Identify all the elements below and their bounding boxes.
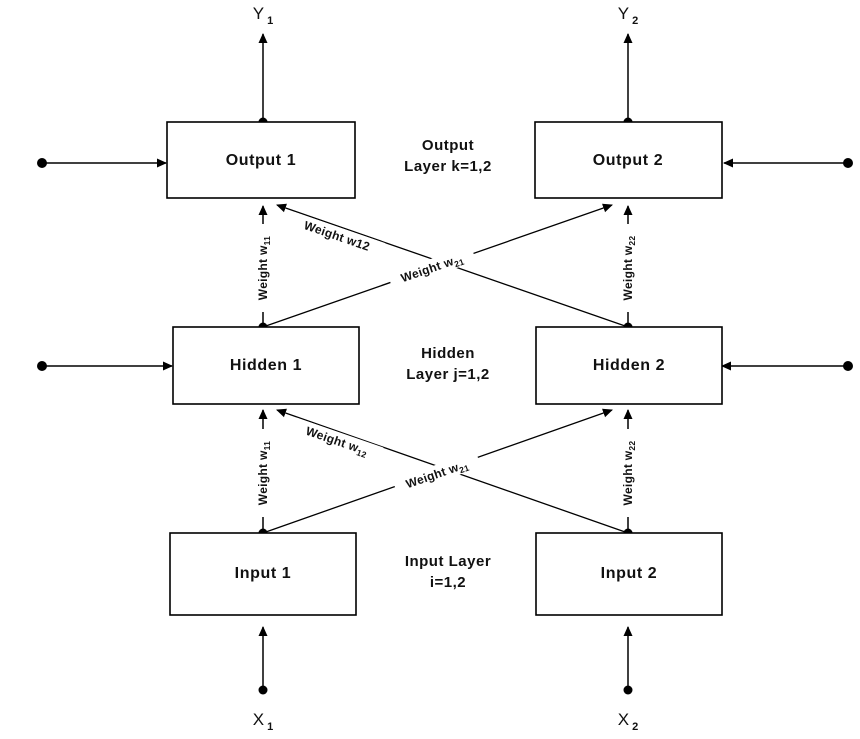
input-node-2-box[interactable] [535, 532, 723, 616]
bias-output-2 [723, 158, 853, 168]
weight-label-i2-h2: Weight w22 [620, 429, 637, 517]
weight-label-h1-o1: Weight w11 [255, 224, 272, 312]
input-node-2[interactable]: Input 2 [535, 532, 723, 616]
input-source-dot-2 [623, 685, 633, 695]
bias-output-1 [37, 158, 167, 168]
input-node-1-box[interactable] [169, 532, 357, 616]
weight-label-h1-o2: Weight w12 [289, 211, 386, 260]
svg-text:Weight w11: Weight w11 [256, 236, 272, 300]
output-node-2-label: Output 2 [593, 152, 664, 169]
input-layer-caption-line1: Input Layer [405, 553, 491, 570]
svg-text:Weight w11: Weight w11 [256, 441, 272, 505]
input-node-1-label: Input 1 [235, 565, 292, 582]
svg-text:Weight w22: Weight w22 [621, 236, 637, 301]
hidden-node-2-box[interactable] [535, 326, 723, 405]
output-node-2-box[interactable] [534, 121, 723, 199]
output-layer-caption: Output Layer k=1,2 [404, 137, 492, 175]
bias-dot-hidden-2 [843, 361, 853, 371]
input-source-dot-1 [258, 685, 268, 695]
weight-label-i2-h1: Weight w21 [392, 451, 482, 496]
hidden-node-1[interactable]: Hidden 1 [172, 326, 360, 405]
bias-dot-hidden-1 [37, 361, 47, 371]
output-node-1-label: Output 1 [226, 152, 297, 169]
input-node-2-label: Input 2 [601, 565, 658, 582]
hidden-layer-caption-line1: Hidden [421, 345, 475, 362]
weight-label-i1-h2: Weight w12 [290, 417, 384, 464]
weight-label-i1-h1: Weight w11 [255, 429, 272, 517]
output-node-2[interactable]: Output 2 [534, 121, 723, 199]
output-layer-caption-line2: Layer k=1,2 [404, 158, 492, 175]
bias-hidden-1 [37, 361, 173, 371]
bias-hidden-2 [721, 361, 853, 371]
svg-text:Weight w12: Weight w12 [303, 424, 370, 460]
output-node-1-box[interactable] [166, 121, 356, 199]
output-node-1[interactable]: Output 1 [166, 121, 356, 199]
hidden-layer-caption: Hidden Layer j=1,2 [406, 345, 489, 383]
input-layer-caption: Input Layer i=1,2 [405, 553, 491, 591]
weight-label-h2-o2: Weight w22 [620, 224, 637, 312]
hidden-node-1-box[interactable] [172, 326, 360, 405]
bias-dot-output-1 [37, 158, 47, 168]
svg-text:Weight w22: Weight w22 [621, 441, 637, 506]
input-node-1[interactable]: Input 1 [169, 532, 357, 616]
bias-dot-output-2 [843, 158, 853, 168]
hidden-node-2-label: Hidden 2 [593, 357, 665, 374]
hidden-node-1-label: Hidden 1 [230, 357, 302, 374]
output-layer-caption-line1: Output [422, 137, 474, 154]
hidden-layer-caption-line2: Layer j=1,2 [406, 366, 489, 383]
hidden-node-2[interactable]: Hidden 2 [535, 326, 723, 405]
input-layer-caption-line2: i=1,2 [430, 574, 466, 591]
weight-label-h2-o1: Weight w21 [387, 245, 477, 290]
